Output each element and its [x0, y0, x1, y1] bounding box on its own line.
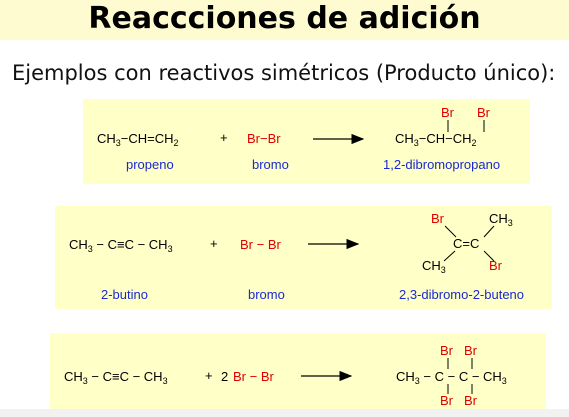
r1-product-br1: Br — [441, 105, 454, 120]
reaction-box-3 — [50, 333, 546, 409]
r1-reactant-formula: CH3−CH=CH2 — [97, 131, 179, 148]
r2-product-br-top-left: Br — [431, 211, 444, 226]
r3-product-br-top-1: Br — [440, 343, 453, 358]
r3-product-formula: CH3 − C − C − CH3 — [396, 369, 507, 386]
r3-coefficient: 2 — [221, 369, 229, 384]
page-subtitle: Ejemplos con reactivos simétricos (Produ… — [12, 61, 556, 85]
r2-product-br-bottom-right: Br — [489, 258, 502, 273]
r1-product-label: 1,2-dibromopropano — [383, 157, 501, 172]
title-band — [0, 0, 569, 40]
r3-product-br-bottom-1: Br — [440, 393, 453, 408]
r2-product-label: 2,3-dibromo-2-buteno — [399, 287, 525, 302]
r3-reactant-formula: CH3 − C≡C − CH3 — [64, 369, 168, 386]
r2-reagent-label: bromo — [248, 287, 285, 302]
r3-reagent: Br − Br — [233, 369, 274, 384]
r2-reagent: Br − Br — [240, 237, 281, 252]
r3-plus: + — [205, 368, 213, 383]
r1-product-formula: CH3−CH−CH2 — [395, 131, 477, 148]
r1-plus: + — [220, 130, 228, 145]
r1-reagent: Br−Br — [247, 131, 281, 146]
r1-product-br2: Br — [477, 105, 490, 120]
r2-reactant-formula: CH3 − C≡C − CH3 — [69, 237, 173, 254]
r2-product-ch3-bottom-left: CH3 — [422, 258, 446, 275]
r1-reactant-label: propeno — [126, 157, 174, 172]
r2-plus: + — [210, 236, 218, 251]
r3-product-br-top-2: Br — [464, 343, 477, 358]
r1-reagent-label: bromo — [252, 157, 289, 172]
page-title: Reaccciones de adición — [88, 1, 481, 36]
reaction-box-1 — [83, 99, 530, 184]
r2-reactant-label: 2-butino — [101, 287, 148, 302]
bottom-strip — [0, 409, 569, 417]
r3-product-br-bottom-2: Br — [464, 393, 477, 408]
reaction-box-2 — [55, 206, 552, 309]
r2-product-ch3-top-right: CH3 — [489, 211, 513, 228]
r2-product-double-bond: C=C — [453, 236, 480, 251]
